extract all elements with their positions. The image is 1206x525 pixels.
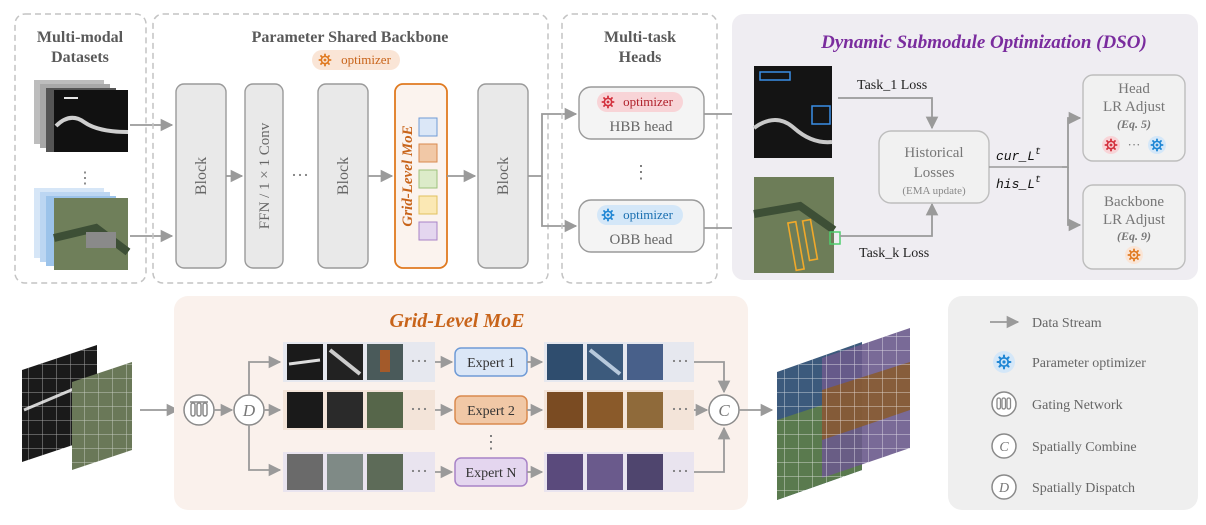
heads-panel	[561, 13, 718, 284]
optical-image-stack	[34, 188, 131, 270]
row2-out-3	[627, 392, 663, 428]
datasets-panel	[14, 13, 147, 284]
row3-out-2	[587, 454, 623, 490]
datasets-vdots: ⋮	[77, 170, 93, 187]
heads-title-line1: Multi-task	[604, 29, 676, 46]
obb-head-label: OBB head	[610, 232, 673, 248]
blue-gear-icon	[601, 208, 615, 222]
expert-1-label: Expert 1	[467, 356, 515, 371]
dso-title: Dynamic Submodule Optimization (DSO)	[820, 32, 1147, 53]
cur-l-label: cur_Lt	[996, 147, 1041, 164]
row3-dots: ···	[410, 461, 428, 481]
row3-out-1	[547, 454, 583, 490]
backbone-ellipsis: ···	[291, 165, 309, 185]
heads-vdots: ⋮	[632, 162, 650, 182]
row2-dots: ···	[410, 399, 428, 419]
obb-optimizer-label: optimizer	[623, 207, 673, 222]
historical-line2: Losses	[914, 165, 955, 181]
head-adjust-line1: Head	[1118, 81, 1150, 97]
legend-combine-letter: C	[999, 440, 1009, 455]
experts-vdots: ⋮	[482, 432, 500, 452]
combine-letter: C	[718, 401, 730, 420]
backbone-adjust-line2: LR Adjust	[1103, 212, 1166, 228]
row1-out-3	[627, 344, 663, 380]
gear-icon	[996, 354, 1012, 370]
red-gear-icon	[601, 95, 615, 109]
moe-output-image	[777, 328, 910, 500]
block-2-label: Block	[335, 157, 352, 195]
moe-block-label: Grid-Level MoE	[400, 125, 416, 226]
legend-combine: Spatially Combine	[1032, 440, 1137, 455]
taskk-loss-label: Task_k Loss	[859, 246, 929, 261]
backbone-title: Parameter Shared Backbone	[252, 29, 449, 46]
hbb-optimizer-label: optimizer	[623, 94, 673, 109]
combine-icon	[991, 433, 1017, 459]
expert-square-green	[418, 169, 438, 189]
row3-patch-1	[287, 454, 323, 490]
head-adjust-dots: ···	[1128, 137, 1141, 152]
legend-dispatch: Spatially Dispatch	[1032, 481, 1135, 496]
task1-loss-label: Task_1 Loss	[857, 78, 927, 93]
orange-gear-icon	[318, 53, 332, 67]
heads-title-line2: Heads	[619, 49, 662, 66]
backbone-panel	[152, 13, 549, 284]
backbone-optimizer-badge	[312, 50, 400, 70]
moe-title: Grid-Level MoE	[390, 310, 525, 332]
backbone-adjust-eq: (Eq. 9)	[1117, 229, 1151, 243]
his-l-label: his_Lt	[996, 175, 1041, 192]
hbb-head-label: HBB head	[610, 119, 673, 135]
datasets-title-line2: Datasets	[51, 49, 109, 66]
head-adjust-line2: LR Adjust	[1103, 99, 1166, 115]
datasets-title-line1: Multi-modal	[37, 29, 124, 46]
expert-n-label: Expert N	[466, 466, 517, 481]
sar-image-stack	[34, 80, 129, 152]
row3-patch-2	[327, 454, 363, 490]
row2-patch-1	[287, 392, 323, 428]
red-gear-icon	[1104, 138, 1118, 152]
historical-line1: Historical	[904, 145, 963, 161]
historical-line3: (EMA update)	[902, 185, 966, 197]
hbb-optimizer-badge	[597, 92, 683, 112]
expert-square-blue	[418, 117, 438, 137]
expert-square-orange	[418, 143, 438, 163]
row3-patch-3	[367, 454, 403, 490]
row1-out-dots: ···	[671, 351, 689, 371]
head-adjust-eq: (Eq. 5)	[1117, 117, 1151, 131]
block-1-label: Block	[193, 157, 210, 195]
moe-input-image	[22, 345, 132, 470]
row2-patch-3	[367, 392, 403, 428]
ffn-block	[244, 83, 284, 269]
dispatch-icon	[991, 474, 1017, 500]
legend-param-optimizer: Parameter optimizer	[1032, 356, 1146, 371]
legend-dispatch-letter: D	[998, 481, 1009, 496]
row1-dots: ···	[410, 351, 428, 371]
dispatch-letter: D	[242, 401, 256, 420]
expert-2-label: Expert 2	[467, 404, 515, 419]
row2-out-dots: ···	[671, 399, 689, 419]
row2-patch-2	[327, 392, 363, 428]
legend-gating: Gating Network	[1032, 398, 1123, 413]
backbone-adjust-line1: Backbone	[1104, 194, 1164, 210]
legend-data-stream: Data Stream	[1032, 316, 1102, 331]
blue-gear-icon	[1150, 138, 1164, 152]
row3-out-3	[627, 454, 663, 490]
backbone-lr-adjust-box	[1082, 184, 1186, 270]
obb-optimizer-badge	[597, 205, 683, 225]
backbone-optimizer-label: optimizer	[341, 52, 391, 67]
block-3-label: Block	[495, 157, 512, 195]
row1-out-1	[547, 344, 583, 380]
expert-square-yellow	[418, 195, 438, 215]
row3-out-dots: ···	[671, 461, 689, 481]
orange-gear-icon	[1127, 248, 1141, 262]
expert-square-purple	[418, 221, 438, 241]
row2-out-1	[547, 392, 583, 428]
row2-out-2	[587, 392, 623, 428]
ffn-label: FFN / 1 × 1 Conv	[257, 122, 273, 229]
